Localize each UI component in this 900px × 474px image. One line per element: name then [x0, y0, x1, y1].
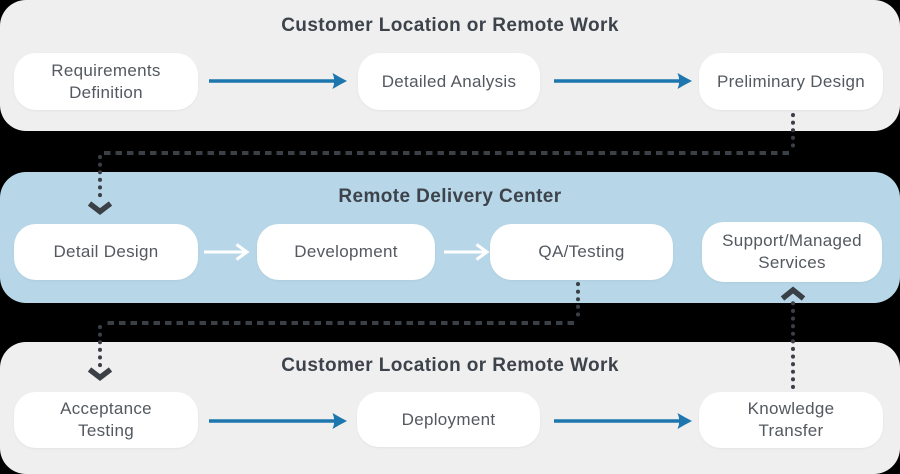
band-title-bottom: Customer Location or Remote Work [281, 355, 619, 376]
node-detailed-analysis: Detailed Analysis [358, 53, 540, 110]
node-acceptance-testing: Acceptance Testing [14, 392, 198, 448]
node-qa-testing: QA/Testing [490, 224, 673, 280]
node-requirements-definition: Requirements Definition [14, 53, 198, 110]
node-support-managed-services: Support/Managed Services [702, 222, 882, 282]
band-title-top: Customer Location or Remote Work [281, 15, 619, 36]
node-knowledge-transfer: Knowledge Transfer [699, 392, 883, 448]
node-preliminary-design: Preliminary Design [699, 53, 883, 110]
node-detail-design: Detail Design [14, 224, 198, 280]
node-development: Development [257, 224, 435, 280]
band-title-middle: Remote Delivery Center [338, 186, 562, 207]
node-deployment: Deployment [357, 392, 540, 447]
